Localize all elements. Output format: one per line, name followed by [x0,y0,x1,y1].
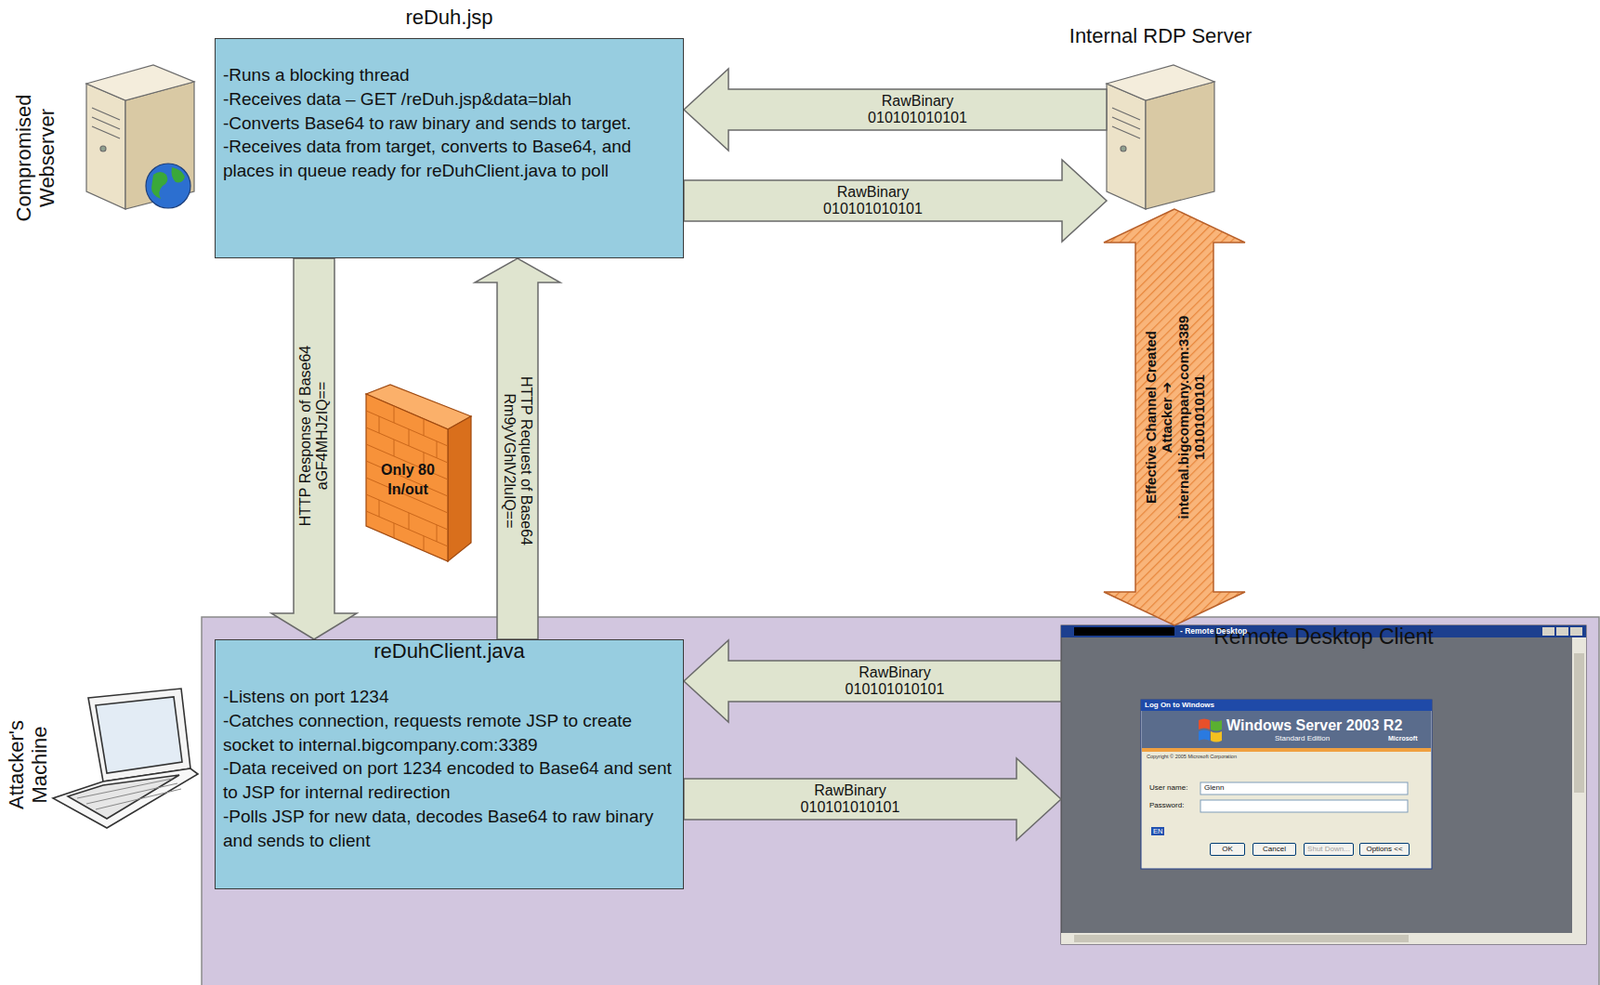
block-arrow [683,758,1062,840]
attacker-region [201,616,1600,985]
block-arrow [683,159,1107,242]
firewall-text: Only 80 In/out [371,460,445,500]
server-icon [1106,65,1215,210]
process-box: reDuh.jsp-Runs a blocking thread-Receive… [214,38,684,259]
screenshot-text: Log On to Windows [1144,700,1215,710]
block-arrow [474,258,561,640]
channel-arrow [1103,209,1246,626]
box-body: -Runs a blocking thread-Receives data – … [215,39,683,193]
dialog-button: Cancel [1252,842,1297,856]
screenshot-text: EN [1151,826,1165,836]
arrow-label: RawBinary 010101010101 [825,664,965,699]
block-arrow [271,258,357,640]
bullet-text: -Listens on port 1234 [222,684,674,709]
screenshot-text: Glenn [1204,783,1224,793]
bullet-text: -Receives data – GET /reDuh.jsp&data=bla… [222,87,674,112]
node-heading: reDuh.jsp [405,5,493,30]
bullet-text: -Catches connection, requests remote JSP… [222,708,674,758]
block-arrow [683,68,1107,151]
screenshot-text: Copyright © 2005 Microsoft Corporation [1146,753,1237,761]
box-body: -Listens on port 1234-Catches connection… [215,640,683,863]
arrow-label: HTTP Response of Base64 aGF4MHJzIQ== [297,345,332,527]
screenshot-text: Standard Edition [1274,734,1330,744]
windows-logo [1198,719,1222,743]
node-heading: Internal RDP Server [1069,24,1252,49]
node-heading: Remote Desktop Client [1213,624,1434,978]
bullet-text: -Converts Base64 to raw binary and sends… [222,111,674,136]
screenshot-text: - Remote Desktop [1180,626,1247,636]
dialog-button: OK [1209,842,1246,856]
arrow-label: HTTP Request of Base64 Rm9yVGhlV2luIQ== [500,366,536,557]
dialog-button: Shut Down... [1303,842,1354,856]
server-node: Internal RDP Server [1106,63,1215,210]
bullet-text: -Runs a blocking thread [222,63,674,88]
side-label: Attacker's Machine [4,695,53,835]
bullet-text: -Polls JSP for new data, decodes Base64 … [222,804,674,853]
screenshot-node: Remote Desktop Client- Remote DesktopLog… [1061,625,1587,945]
screenshot-text: Windows Server 2003 R2 [1226,716,1403,735]
arrow-label: RawBinary 010101010101 [848,92,988,128]
screenshot-text: User name: [1149,783,1188,793]
side-label: Compromised Webserver [12,88,60,228]
arrow-label: RawBinary 010101010101 [803,183,944,219]
screenshot-text: Password: [1149,800,1184,811]
firewall-icon [366,384,472,562]
process-box: -Listens on port 1234-Catches connection… [214,639,684,890]
firewall-node: Only 80 In/out [362,382,475,566]
bullet-text: -Receives data from target, converts to … [222,134,674,184]
dialog-button: Options << [1359,842,1410,856]
bullet-text: -Data received on port 1234 encoded to B… [222,756,674,805]
webserver-icon [86,65,195,210]
arrow-label: RawBinary 010101010101 [780,782,920,817]
node-heading: reDuhClient.java [373,639,525,922]
block-arrow [683,640,1062,722]
screenshot-text: Microsoft [1388,734,1418,743]
arrow-label: Effective Channel Created Attacker ➔ int… [1142,305,1207,529]
laptop-icon [52,688,198,828]
rdp-screenshot [1061,625,1587,945]
